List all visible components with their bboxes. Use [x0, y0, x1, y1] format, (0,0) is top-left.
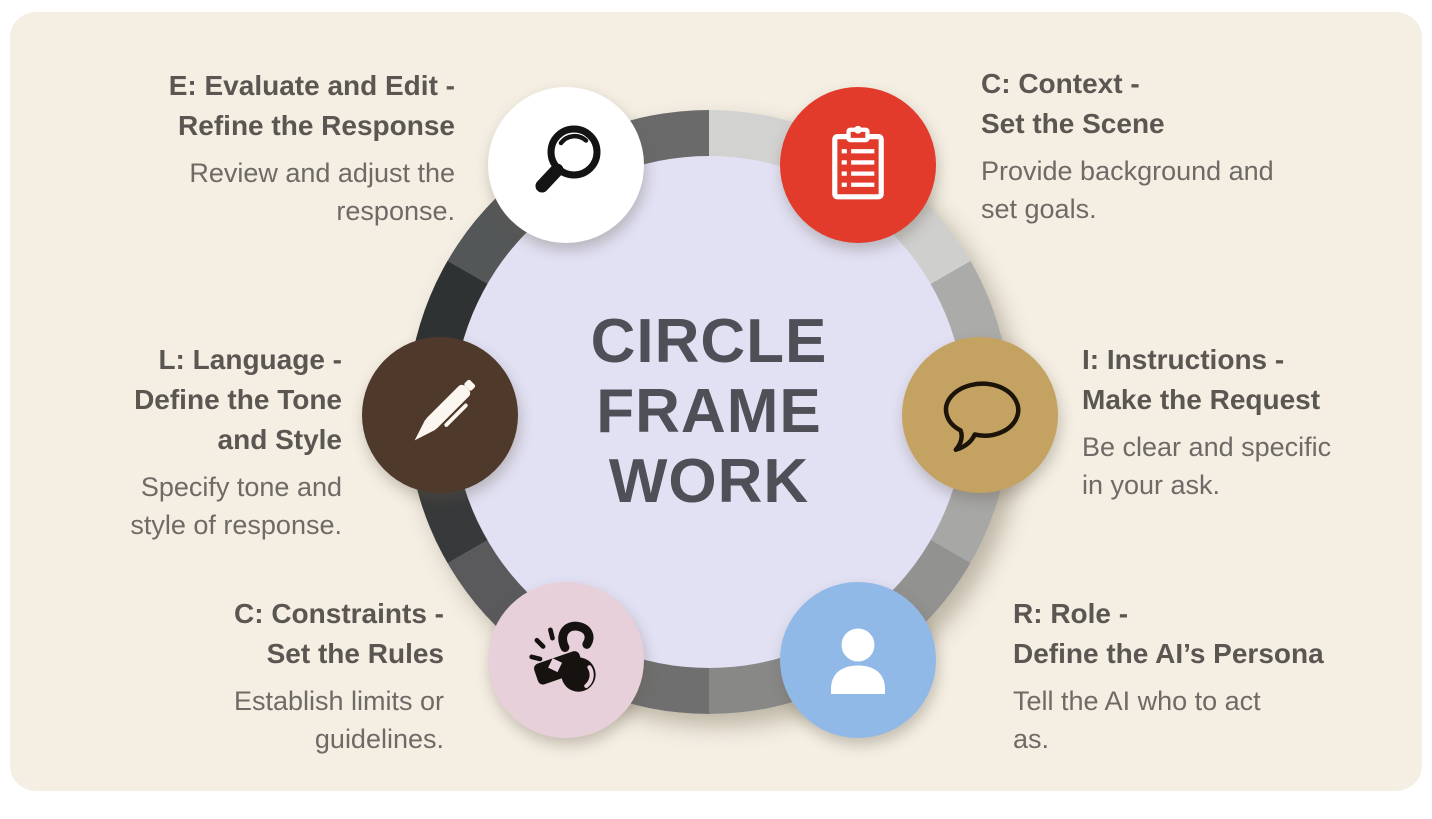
- node-label-evaluate: E: Evaluate and Edit - Refine the Respon…: [169, 66, 455, 230]
- inner-circle: CIRCLE FRAME WORK: [453, 156, 965, 668]
- heading-line: Define the AI’s Persona: [1013, 638, 1324, 669]
- body-line: Tell the AI who to act: [1013, 686, 1261, 716]
- magnifier-icon: [535, 125, 601, 193]
- body-line: set goals.: [981, 194, 1097, 224]
- body-line: response.: [336, 196, 455, 226]
- body-line: Be clear and specific: [1082, 432, 1332, 462]
- heading-line: I: Instructions -: [1082, 344, 1285, 375]
- heading-line: Define the Tone: [134, 384, 342, 415]
- heading-line: L: Language -: [158, 344, 342, 375]
- heading-line: C: Context -: [981, 68, 1140, 99]
- center-title: CIRCLE FRAME WORK: [591, 307, 828, 517]
- body-line: Provide background and: [981, 156, 1274, 186]
- heading-line: Make the Request: [1082, 384, 1321, 415]
- pen-icon: [414, 379, 476, 441]
- heading-line: C: Constraints -: [234, 598, 444, 629]
- body-line: as.: [1013, 724, 1050, 754]
- body-line: style of response.: [130, 510, 342, 540]
- body-line: Specify tone and: [140, 472, 342, 502]
- person-icon: [831, 628, 885, 694]
- heading-line: and Style: [217, 424, 342, 455]
- heading-line: Set the Rules: [266, 638, 444, 669]
- heading-line: Set the Scene: [981, 108, 1165, 139]
- node-label-context: C: Context - Set the Scene Provide backg…: [981, 64, 1274, 228]
- heading-line: R: Role -: [1013, 598, 1129, 629]
- node-circle-language: [362, 337, 518, 493]
- node-label-role: R: Role - Define the AI’s Persona Tell t…: [1013, 594, 1324, 758]
- node-circle-context: [780, 87, 936, 243]
- clipboard-icon: [832, 125, 884, 200]
- node-circle-evaluate: [488, 87, 644, 243]
- heading-line: Refine the Response: [178, 110, 455, 141]
- body-line: Review and adjust the: [189, 158, 455, 188]
- center-title-line: FRAME: [596, 377, 822, 446]
- heading-line: E: Evaluate and Edit -: [168, 70, 455, 101]
- center-title-line: CIRCLE: [590, 307, 828, 376]
- speech-bubble-icon: [943, 381, 1021, 453]
- node-label-constraints: C: Constraints - Set the Rules Establish…: [234, 594, 444, 758]
- node-circle-constraints: [488, 582, 644, 738]
- center-title-line: WORK: [608, 447, 810, 516]
- node-circle-role: [780, 582, 936, 738]
- node-circle-instructions: [902, 337, 1058, 493]
- body-line: guidelines.: [314, 724, 444, 754]
- body-line: in your ask.: [1082, 470, 1221, 500]
- node-label-language: L: Language - Define the Tone and Style …: [130, 340, 342, 544]
- whistle-icon: [529, 621, 596, 692]
- node-label-instructions: I: Instructions - Make the Request Be cl…: [1082, 340, 1331, 504]
- body-line: Establish limits or: [233, 686, 444, 716]
